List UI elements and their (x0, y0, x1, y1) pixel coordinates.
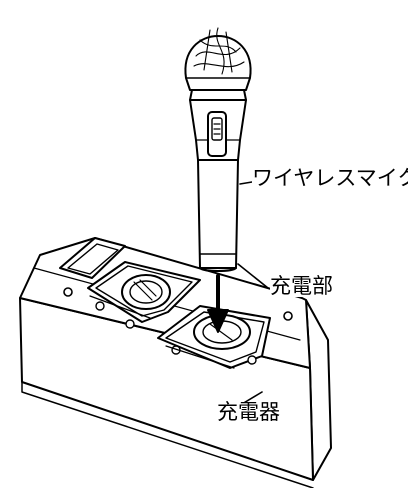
charging-port-left (87, 261, 201, 329)
charging-port-right (157, 305, 271, 369)
wireless-microphone (184, 27, 252, 272)
microphone-label: ワイヤレスマイク (252, 168, 408, 189)
charger-label: 充電器 (217, 400, 280, 424)
insert-arrow-icon (207, 274, 229, 333)
charging-port-label: 充電部 (270, 274, 333, 298)
